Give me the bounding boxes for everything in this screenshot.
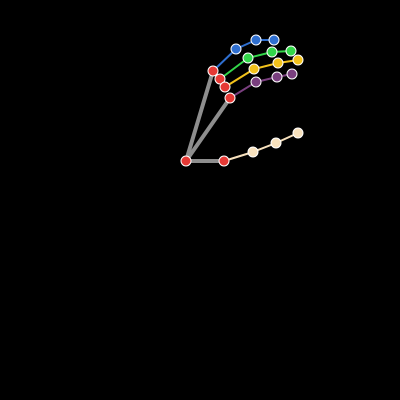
keypoint-middle-tip [285, 45, 297, 57]
keypoint-ring-dip [272, 57, 284, 69]
bone-palm-wrist-pinky [184, 96, 232, 163]
joints-layer [180, 34, 304, 167]
keypoint-pinky-pip [250, 76, 262, 88]
keypoint-pinky-dip [271, 71, 283, 83]
keypoint-pinky-mcp [224, 92, 236, 104]
keypoint-middle-mcp [214, 73, 226, 85]
keypoint-thumb-tip [292, 127, 304, 139]
keypoint-ring-pip [248, 63, 260, 75]
bone-middle-1 [219, 57, 249, 80]
keypoint-thumb-cmc [218, 155, 230, 167]
bone-ring-1 [224, 68, 255, 88]
keypoint-index-pip [230, 43, 242, 55]
keypoint-thumb-mcp [247, 146, 259, 158]
keypoint-wrist [180, 155, 192, 167]
keypoint-middle-pip [242, 52, 254, 64]
keypoint-index-dip [250, 34, 262, 46]
keypoint-middle-dip [266, 46, 278, 58]
bone-palm-wrist-index [184, 69, 215, 163]
keypoint-ring-tip [292, 54, 304, 66]
keypoint-index-tip [268, 34, 280, 46]
keypoint-index-mcp [207, 65, 219, 77]
keypoint-ring-mcp [219, 81, 231, 93]
keypoint-pinky-tip [286, 68, 298, 80]
keypoint-thumb-ip [270, 137, 282, 149]
